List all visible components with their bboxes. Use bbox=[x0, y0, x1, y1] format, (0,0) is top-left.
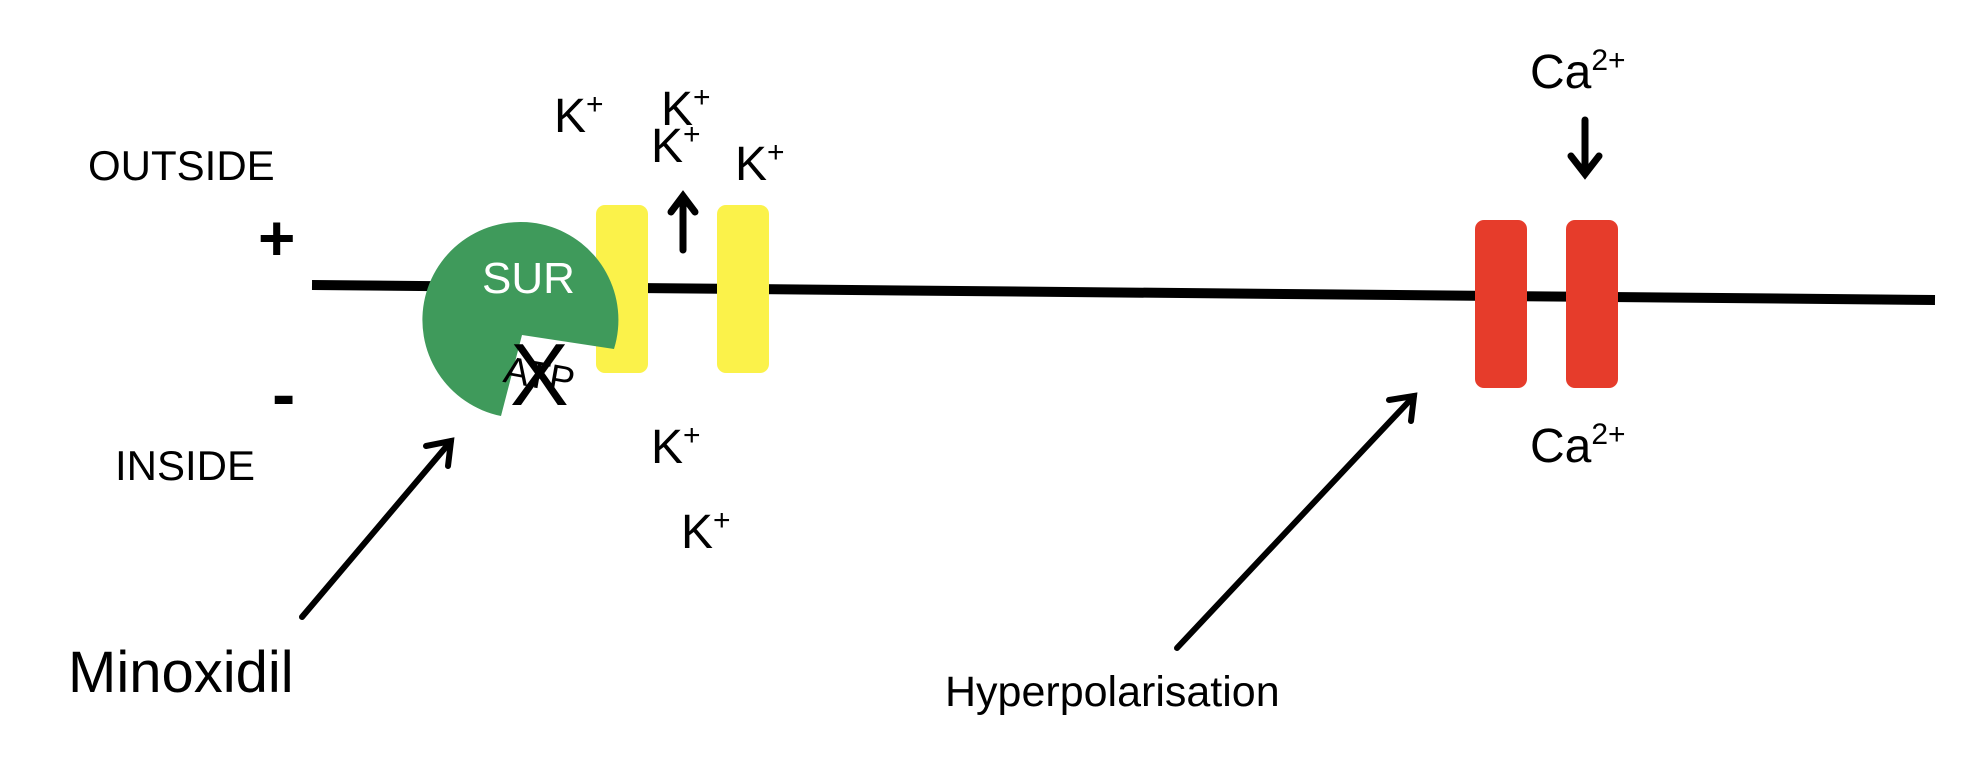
minoxidil-arrow bbox=[299, 437, 455, 620]
k-efflux-arrow bbox=[667, 190, 699, 254]
k-ion: K+ bbox=[651, 118, 701, 173]
k-ion: K+ bbox=[735, 136, 785, 191]
minus-sign: - bbox=[272, 355, 295, 433]
hyperpolarisation-label: Hyperpolarisation bbox=[945, 668, 1280, 716]
ca-ion-outside: Ca2+ bbox=[1530, 44, 1626, 99]
outside-label: OUTSIDE bbox=[88, 142, 275, 189]
inside-label: INSIDE bbox=[115, 442, 255, 489]
k-channel-right-subunit bbox=[717, 205, 769, 373]
minoxidil-label: Minoxidil bbox=[68, 640, 294, 705]
sur-receptor bbox=[422, 221, 619, 416]
k-ion: K+ bbox=[651, 419, 701, 474]
block-mark: X bbox=[510, 325, 569, 424]
k-ion: K+ bbox=[681, 504, 731, 559]
k-ion: K+ bbox=[661, 81, 711, 136]
hyperpolarisation-arrow bbox=[1174, 392, 1418, 651]
ca-influx-arrow bbox=[1567, 116, 1603, 180]
ca-ion-inside: Ca2+ bbox=[1530, 418, 1626, 473]
ca-channel-left-subunit bbox=[1475, 220, 1527, 388]
k-ion: K+ bbox=[554, 88, 604, 143]
sur-label: SUR bbox=[482, 254, 575, 303]
plus-sign: + bbox=[258, 202, 295, 274]
ca-channel-right-subunit bbox=[1566, 220, 1618, 388]
